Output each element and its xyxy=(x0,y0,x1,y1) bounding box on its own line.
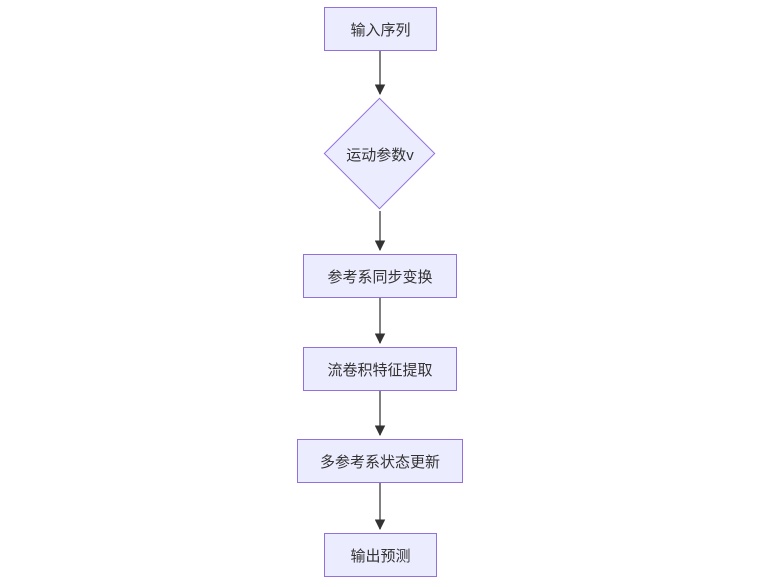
node-frame-sync-transform-label: 参考系同步变换 xyxy=(327,268,433,286)
node-output-prediction-label: 输出预测 xyxy=(350,547,411,565)
node-multi-frame-update: 多参考系状态更新 xyxy=(297,439,463,483)
node-input-sequence: 输入序列 xyxy=(324,7,437,51)
node-flow-conv-feature-label: 流卷积特征提取 xyxy=(327,361,433,379)
node-flow-conv-feature: 流卷积特征提取 xyxy=(303,347,457,391)
node-motion-parameter-v-label: 运动参数v xyxy=(346,146,414,164)
node-input-sequence-label: 输入序列 xyxy=(350,21,411,39)
node-output-prediction: 输出预测 xyxy=(324,533,437,577)
node-frame-sync-transform: 参考系同步变换 xyxy=(303,254,457,298)
node-motion-parameter-v: 运动参数v xyxy=(323,97,436,210)
node-multi-frame-update-label: 多参考系状态更新 xyxy=(319,453,440,471)
